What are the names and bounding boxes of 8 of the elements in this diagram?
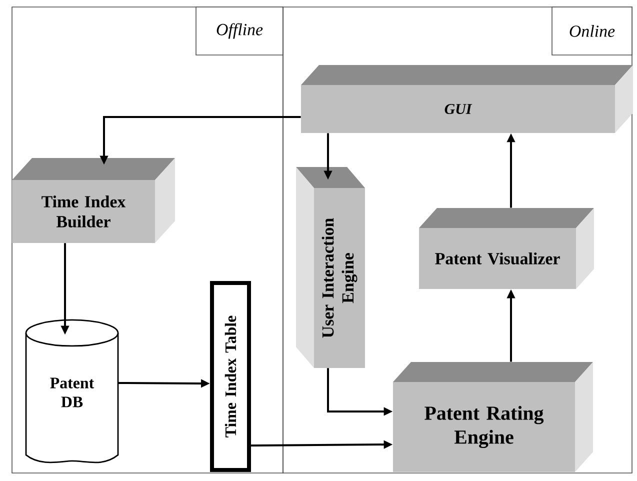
engine-block: Patent Rating Engine <box>393 362 593 472</box>
engine-block: User Interaction Engine <box>296 166 365 368</box>
engine-block: Time Index Builder <box>12 158 175 243</box>
node-label: Patent DB <box>50 378 94 408</box>
engine-block: GUI <box>301 65 633 133</box>
engine-block: Patent Visualizer <box>419 208 594 289</box>
table-box: Time Index Table <box>210 280 251 472</box>
database-cylinder: Patent DB <box>25 319 119 464</box>
